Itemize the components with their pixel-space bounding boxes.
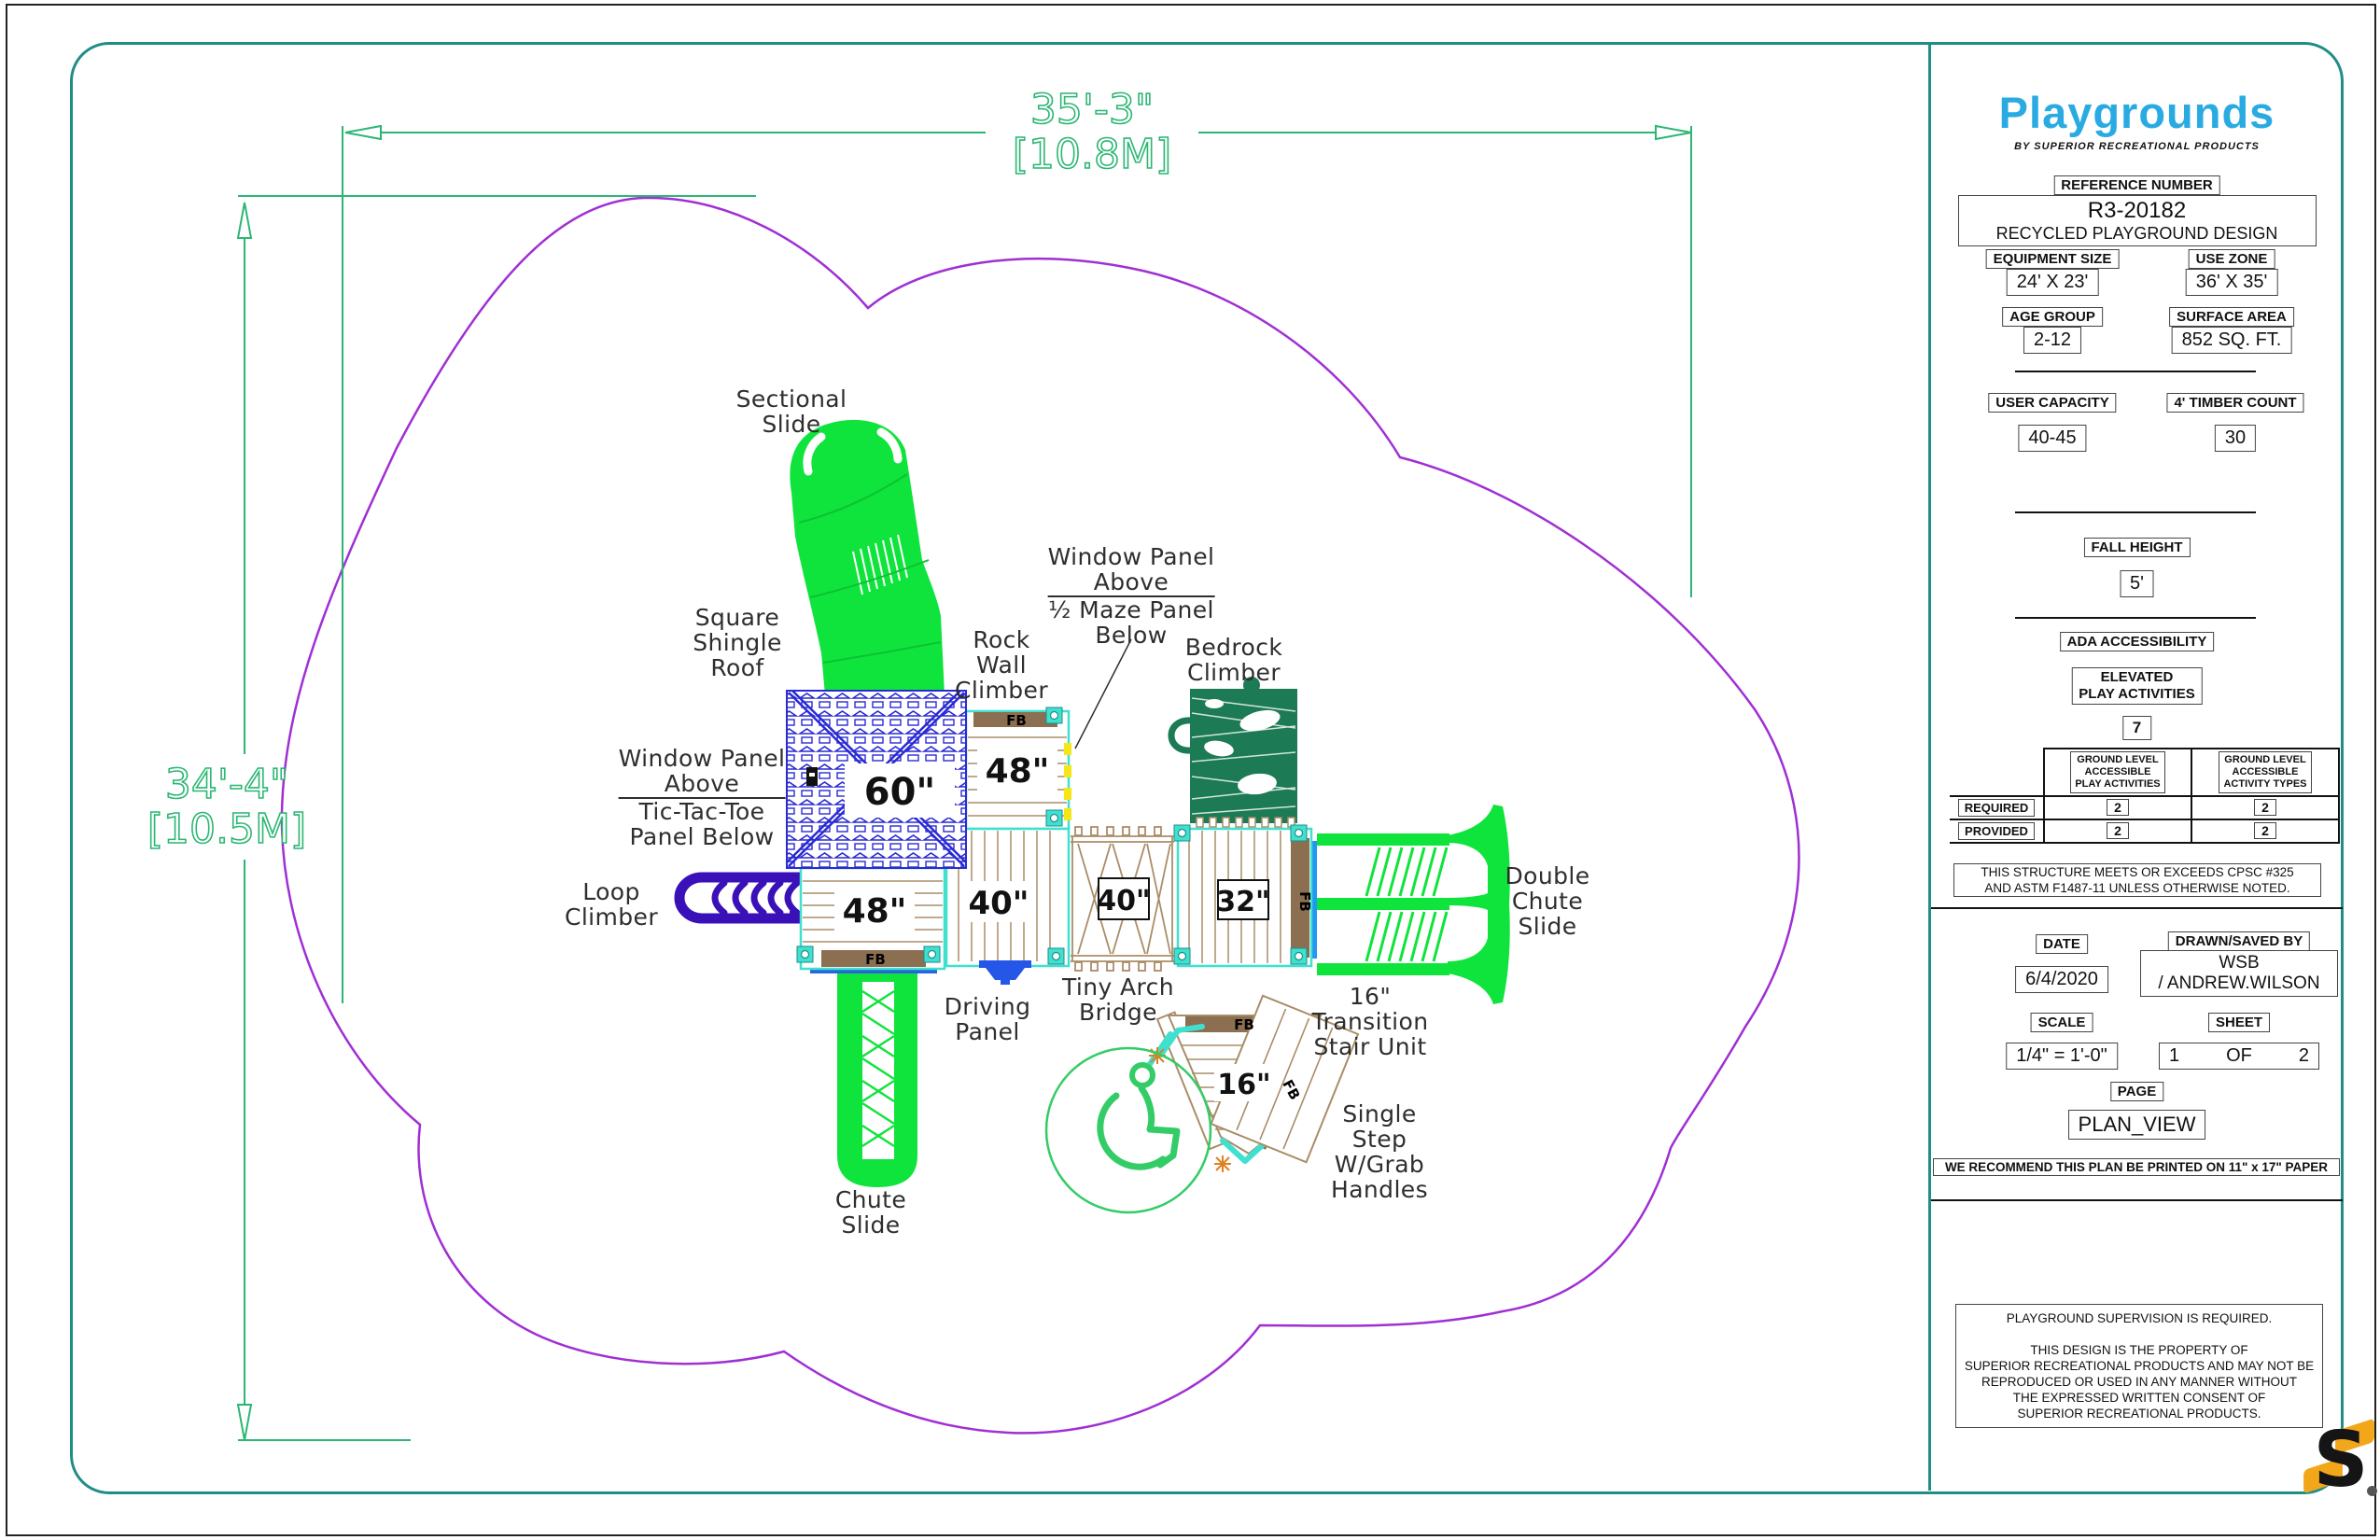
- page-value: PLAN_VIEW: [2067, 1110, 2206, 1140]
- callout-driving-panel: Driving Panel: [944, 993, 1031, 1045]
- elevated-play-value: 7: [2121, 716, 2152, 740]
- fall-height-value: 5': [2120, 570, 2154, 597]
- chute-slide: [810, 967, 937, 1187]
- timber-count-value: 30: [2214, 425, 2257, 452]
- svg-text:40": 40": [968, 885, 1029, 922]
- date-value: 6/4/2020: [2015, 966, 2108, 993]
- bedrock-climber: [1168, 677, 1297, 828]
- title-block: Playgrounds BY SUPERIOR RECREATIONAL PRO…: [1928, 42, 2377, 1505]
- timber-count-label: 4' TIMBER COUNT: [2166, 393, 2304, 413]
- sheet-border: [70, 42, 2344, 1494]
- svg-text:FB: FB: [1234, 1016, 1254, 1033]
- svg-text:32": 32": [1216, 886, 1269, 918]
- svg-text:35'-3": 35'-3": [1030, 86, 1154, 133]
- legal-note: PLAYGROUND SUPERVISION IS REQUIRED. THIS…: [1955, 1304, 2323, 1428]
- divider: [1931, 1199, 2343, 1201]
- callout-bedrock-climber: Bedrock Climber: [1184, 634, 1283, 686]
- svg-text:FB: FB: [865, 951, 886, 968]
- s-logo-letter: S: [2313, 1416, 2369, 1505]
- logo-tagline: BY SUPERIOR RECREATIONAL PRODUCTS: [2014, 141, 2260, 152]
- use-zone-value: 36' X 35': [2185, 269, 2278, 296]
- page-label: PAGE: [2109, 1082, 2164, 1101]
- callout-double-chute-slide: Double Chute Slide: [1505, 862, 1590, 940]
- loop-climber: [674, 872, 810, 924]
- svg-text:40": 40": [1097, 885, 1150, 917]
- superior-s-logo: S: [2301, 1416, 2380, 1505]
- svg-text:48": 48": [986, 752, 1050, 791]
- date-label: DATE: [2036, 934, 2088, 954]
- age-group-label: AGE GROUP: [2002, 307, 2103, 327]
- single-step: [1210, 994, 1360, 1164]
- divider: [2015, 511, 2256, 513]
- elevated-play-label: ELEVATED PLAY ACTIVITIES: [2071, 667, 2203, 705]
- svg-text:48": 48": [843, 892, 907, 931]
- callout-sectional-slide: Sectional Slide: [735, 385, 847, 438]
- s-logo-dot: [2367, 1486, 2377, 1496]
- svg-text:60": 60": [864, 771, 936, 814]
- svg-text:[10.5M]: [10.5M]: [147, 805, 306, 853]
- driving-panel: [979, 960, 1031, 985]
- fall-height-label: FALL HEIGHT: [2083, 538, 2191, 557]
- double-chute-slide: [1311, 805, 1510, 1004]
- drawn-by-value: WSB / ANDREW.WILSON: [2140, 950, 2338, 997]
- callout-square-shingle-roof: Square Shingle Roof: [693, 604, 782, 681]
- svg-text:FB: FB: [1006, 712, 1027, 729]
- svg-text:FB: FB: [1296, 891, 1313, 912]
- sectional-slide: [790, 419, 945, 695]
- use-zone-label: USE ZONE: [2188, 249, 2275, 269]
- dimension-text: 35'-3" [10.8M] 34'-4" [10.5M]: [147, 85, 1172, 854]
- callout-chute-slide: Chute Slide: [834, 1186, 907, 1239]
- deck-32: [1176, 827, 1313, 968]
- callout-window-tictactoe-panel: Window Panel Above Tic-Tac-Toe Panel Bel…: [618, 745, 786, 850]
- user-capacity-value: 40-45: [2018, 425, 2087, 452]
- sheet-value: 1 OF 2: [2159, 1043, 2319, 1070]
- divider: [2015, 371, 2256, 372]
- dimension-lines: [236, 124, 1692, 1441]
- leader-line: [1074, 638, 1132, 749]
- ada-table: GROUND LEVEL ACCESSIBLE PLAY ACTIVITIES …: [1950, 748, 2340, 844]
- use-zone-boundary: [280, 196, 1800, 1435]
- drawn-by-label: DRAWN/SAVED BY: [2167, 931, 2311, 951]
- scale-label: SCALE: [2030, 1013, 2093, 1032]
- reference-number-value: R3-20182 RECYCLED PLAYGROUND DESIGN: [1957, 195, 2317, 246]
- deck-height-labels: 60" 48" 48" 40" 40" 32" 16": [834, 747, 1274, 1101]
- playgrounds-logo: Playgrounds: [1998, 88, 2275, 137]
- equipment-size-label: EQUIPMENT SIZE: [1985, 249, 2120, 269]
- surface-area-value: 852 SQ. FT.: [2171, 327, 2292, 354]
- ada-accessibility-label: ADA ACCESSIBILITY: [2059, 632, 2215, 651]
- divider: [1931, 907, 2343, 909]
- callout-single-step: Single Step W/Grab Handles: [1331, 1100, 1428, 1203]
- page-border: [6, 4, 2376, 1536]
- wheelchair-accessible-icon: [1044, 1046, 1212, 1214]
- callout-rock-wall-climber: Rock Wall Climber: [954, 626, 1049, 704]
- sheet-label: SHEET: [2207, 1013, 2271, 1032]
- svg-text:16": 16": [1217, 1069, 1270, 1101]
- divider: [2015, 617, 2256, 619]
- callout-loop-climber: Loop Climber: [564, 878, 659, 931]
- user-capacity-label: USER CAPACITY: [1988, 393, 2117, 413]
- reference-number-label: REFERENCE NUMBER: [2053, 175, 2220, 195]
- equipment-size-value: 24' X 23': [2006, 269, 2099, 296]
- print-recommendation-note: WE RECOMMEND THIS PLAN BE PRINTED ON 11"…: [1933, 1158, 2340, 1176]
- callout-tiny-arch-bridge: Tiny Arch Bridge: [1061, 973, 1175, 1026]
- surface-area-label: SURFACE AREA: [2169, 307, 2294, 327]
- compliance-note: THIS STRUCTURE MEETS OR EXCEEDS CPSC #32…: [1953, 863, 2321, 897]
- deck-posts: [796, 707, 1308, 965]
- age-group-value: 2-12: [2023, 327, 2082, 354]
- svg-text:34'-4": 34'-4": [165, 761, 288, 808]
- callout-transition-stair: 16" Transition Stair Unit: [1311, 983, 1429, 1060]
- callout-window-maze-panel: Window Panel Above ½ Maze Panel Below: [1047, 543, 1215, 649]
- scale-value: 1/4" = 1'-0": [2006, 1043, 2118, 1070]
- svg-text:[10.8M]: [10.8M]: [1013, 131, 1171, 178]
